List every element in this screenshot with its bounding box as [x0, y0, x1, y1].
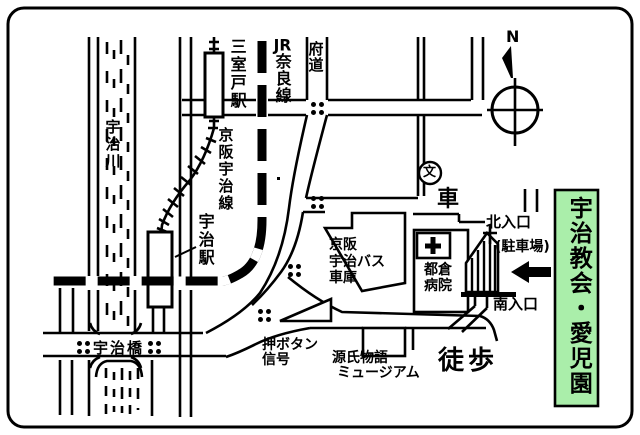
car-route-label: 車: [437, 187, 460, 212]
bridge-arch: [94, 359, 144, 378]
jr-railway: [43, 37, 267, 286]
north-compass-icon: [487, 46, 543, 146]
jr-nara-line-label: JR奈良線: [272, 37, 292, 104]
bus-depot-label: 京阪 宇治バス 車庫: [329, 237, 385, 287]
tokura-hospital-label: 都倉 病院: [424, 262, 452, 295]
uji-station-label: 宇治駅: [195, 213, 215, 267]
jr-suffix: 奈良線: [272, 53, 292, 104]
left-arrow-icon: [511, 261, 551, 283]
keihan-uji-line-label: 京阪宇治線: [216, 127, 235, 212]
destination-banner: [553, 188, 600, 408]
genji-museum-label: 源氏物語 ミュージアム: [332, 350, 420, 382]
church-icon: [461, 224, 516, 297]
hospital-cross-icon: [425, 237, 441, 254]
jr-prefix: JR: [273, 37, 292, 53]
uji-station-platform: [151, 307, 166, 332]
traffic-island: [279, 297, 333, 323]
mimurodo-station-label: 三室戸駅: [227, 38, 247, 110]
keihan-railway: [156, 37, 219, 236]
uji-station-box: [146, 230, 174, 309]
traffic-signal-dots: [77, 102, 324, 354]
south-entrance-label: 南入口: [493, 295, 539, 313]
school-symbol-icon: [417, 160, 443, 186]
school-symbol-label: 文: [423, 165, 437, 180]
uji-bridge-label: 宇治橋: [93, 339, 145, 357]
destination-name-label: 宇治教会・愛児園: [565, 196, 592, 396]
mimurodo-station-box: [203, 51, 225, 119]
parking-label: (駐車場): [495, 239, 550, 255]
museum-block: [361, 326, 407, 358]
river-label: 宇治川: [103, 119, 122, 170]
bus-depot-block: [322, 211, 407, 293]
push-button-signal-label: 押ボタン 信号: [262, 337, 318, 369]
church-cross-icon: [483, 224, 497, 244]
compass-north-label: N: [506, 27, 520, 46]
prefectural-road-label: 府道: [306, 41, 325, 73]
north-entrance-label: 北入口: [486, 213, 532, 231]
walk-route-label: 徒歩: [438, 346, 499, 376]
